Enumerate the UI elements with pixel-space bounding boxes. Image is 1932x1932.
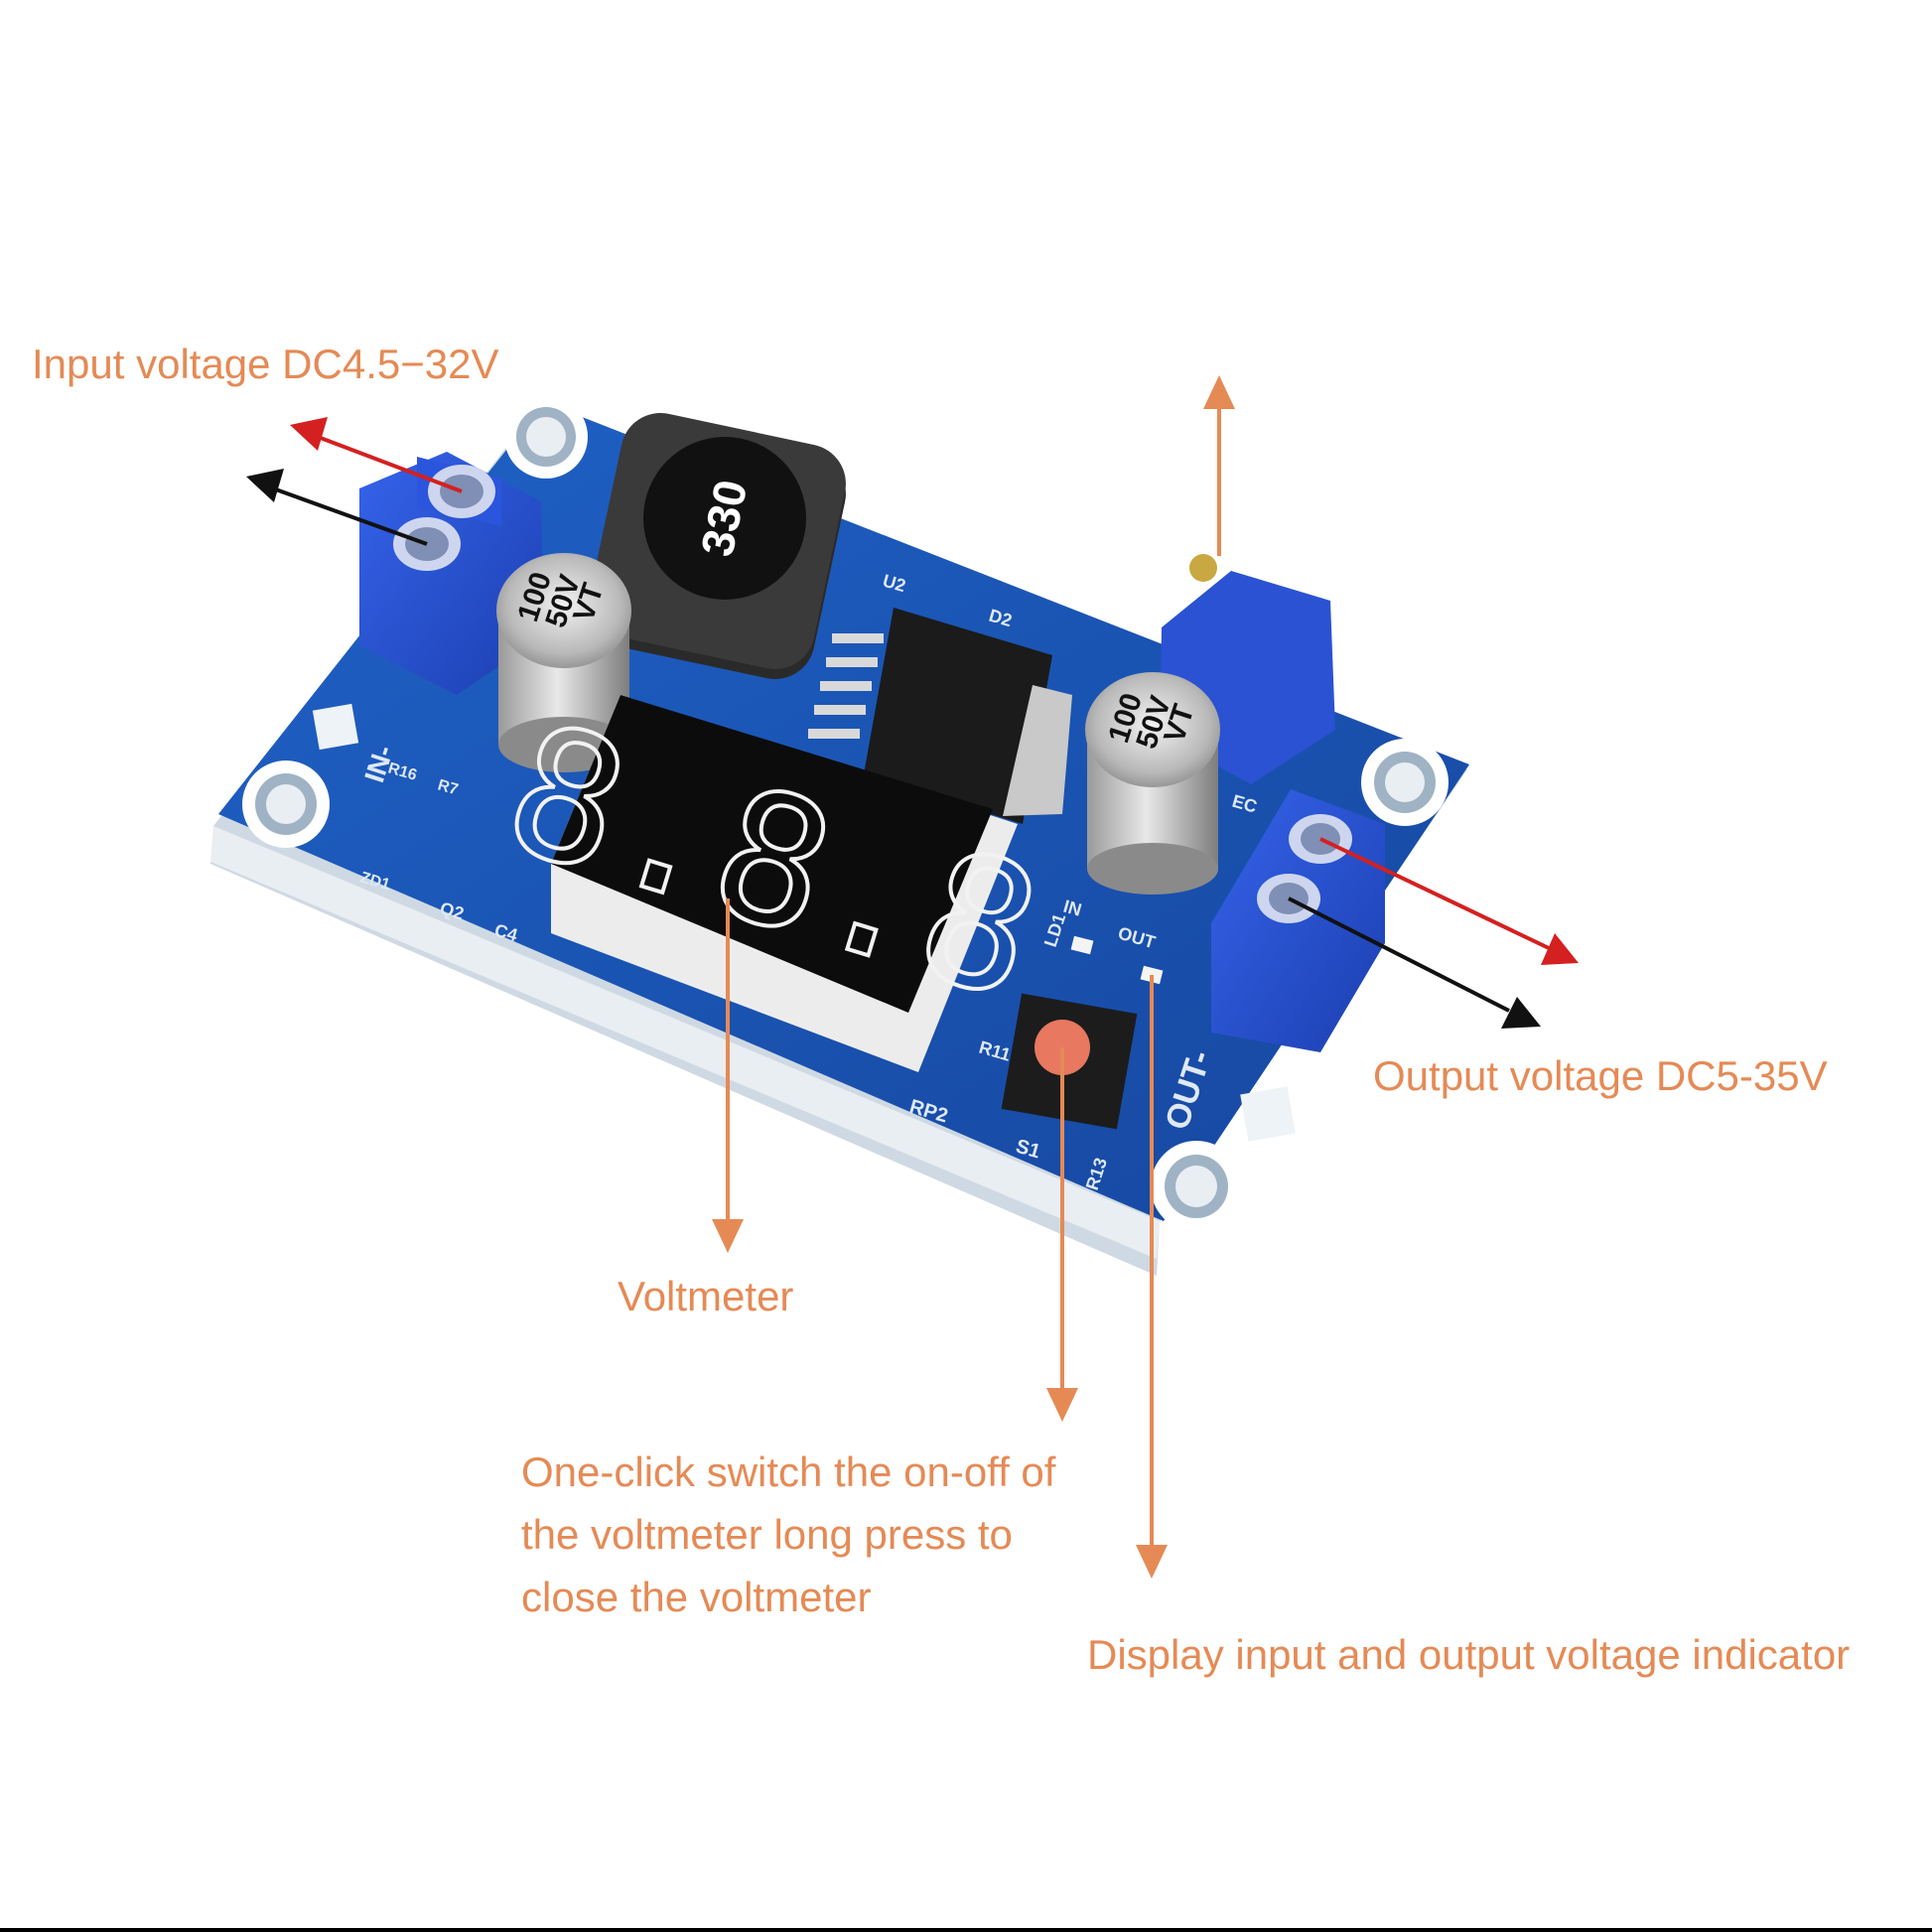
switch-description-label: One-click switch the on-off of the voltm… xyxy=(521,1441,1055,1628)
silk-in-small: IN xyxy=(1061,897,1084,920)
mounting-hole xyxy=(504,395,588,479)
output-terminal-block xyxy=(1211,789,1385,1052)
input-terminal-block xyxy=(359,452,544,695)
right-capacitor: 100 50V VT xyxy=(1085,672,1220,895)
potentiometer-arrow xyxy=(1203,375,1235,556)
output-black-arrow xyxy=(1288,897,1541,1029)
solder-pad xyxy=(312,703,359,751)
switch-arrow xyxy=(1046,1047,1078,1422)
voltmeter-label: Voltmeter xyxy=(618,1273,794,1319)
mounting-hole xyxy=(1151,1141,1242,1232)
input-red-arrow xyxy=(290,417,463,493)
silk-r7: R7 xyxy=(436,777,460,799)
voltmeter-push-button xyxy=(1001,993,1138,1130)
mounting-hole xyxy=(242,760,330,848)
inductor: 330 xyxy=(590,413,846,679)
indicator-label: Display input and output voltage indicat… xyxy=(1087,1631,1851,1678)
regulator-ic xyxy=(808,608,1072,824)
mounting-hole xyxy=(1361,739,1449,826)
output-voltage-label: Output voltage DC5-35V xyxy=(1373,1052,1828,1099)
solder-pad xyxy=(1240,1086,1296,1142)
input-black-arrow xyxy=(246,469,428,546)
input-voltage-label: Input voltage DC4.5−32V xyxy=(32,341,499,387)
in-led xyxy=(1070,935,1094,955)
switch-label-line-2: the voltmeter long press to xyxy=(521,1511,1013,1558)
switch-label-line-3: close the voltmeter xyxy=(521,1574,872,1620)
voltmeter-arrow xyxy=(712,898,744,1253)
indicator-arrow xyxy=(1136,975,1168,1579)
output-red-arrow xyxy=(1319,837,1579,965)
bottom-border xyxy=(0,1928,1932,1932)
switch-label-line-1: One-click switch the on-off of xyxy=(521,1449,1056,1495)
left-capacitor: 100 50V VT xyxy=(496,553,631,772)
